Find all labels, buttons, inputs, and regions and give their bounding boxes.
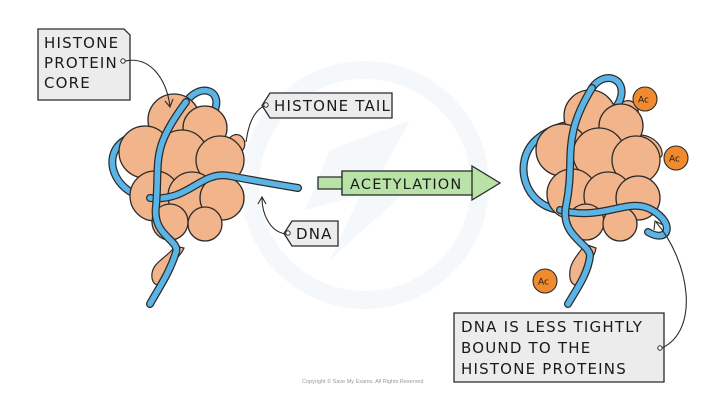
label-histone-protein-core: HISTONE PROTEIN CORE (37, 28, 174, 109)
svg-text:DNA: DNA (296, 225, 333, 243)
histone-protein-core (118, 93, 245, 242)
histone-protein-core-after (535, 89, 661, 242)
svg-text:HISTONE PROTEINS: HISTONE PROTEINS (461, 360, 627, 378)
svg-text:Ac: Ac (638, 96, 649, 106)
copyright: Copyright © Save My Exams. All Rights Re… (302, 378, 423, 385)
label-histone-tail: HISTONE TAIL (245, 92, 393, 143)
svg-text:HISTONE TAIL: HISTONE TAIL (274, 97, 391, 115)
svg-text:Ac: Ac (538, 278, 549, 288)
label-dna-less-tightly-bound: DNA IS LESS TIGHTLY BOUND TO THE HISTONE… (453, 220, 687, 383)
svg-text:BOUND TO THE: BOUND TO THE (461, 339, 591, 357)
label-dna: DNA (257, 195, 339, 247)
svg-text:HISTONE: HISTONE (44, 34, 119, 52)
svg-text:PROTEIN: PROTEIN (44, 54, 118, 72)
process-label: ACETYLATION (350, 177, 462, 193)
acetyl-group: Ac (532, 268, 558, 294)
acetyl-group: Ac (632, 86, 658, 112)
svg-text:Ac: Ac (669, 155, 680, 165)
acetylation-arrow: ACETYLATION (317, 164, 502, 202)
acetyl-group: Ac (663, 145, 689, 171)
svg-text:CORE: CORE (44, 74, 91, 92)
svg-text:DNA IS LESS TIGHTLY: DNA IS LESS TIGHTLY (461, 318, 643, 336)
nucleosome-after: Ac Ac Ac (519, 74, 689, 308)
nucleosome-before (108, 86, 302, 308)
